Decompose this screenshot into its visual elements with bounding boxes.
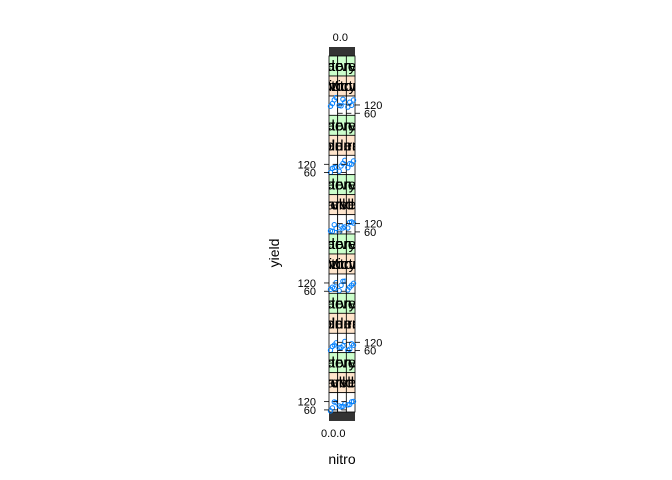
strip-label-variety: Victory (311, 177, 357, 194)
y-tick-label: 120 (364, 100, 382, 112)
y-tick-label: 60 (304, 168, 316, 180)
y-tick-label: 60 (304, 405, 316, 417)
data-point (350, 220, 357, 226)
data-point (331, 285, 337, 292)
data-point (350, 158, 357, 164)
data-point (338, 103, 344, 109)
y-tick-label: 60 (364, 227, 376, 239)
data-point (347, 346, 353, 352)
top-band (329, 47, 356, 56)
bottom-band (329, 411, 356, 421)
strip-label-variety: Marvellous (314, 177, 387, 194)
strip-label-variety: Marvellous (314, 295, 387, 312)
data-point (340, 343, 346, 349)
data-point (340, 278, 346, 285)
panel-grid: VictoryVictoryGolden.rainVictoryMarvello… (295, 32, 390, 440)
strip-label-replicate: Golden.rain (303, 315, 381, 332)
strip-label-variety: Marvellous (314, 236, 387, 253)
strip-label-replicate: Golden.rain (295, 137, 373, 154)
strip-label-replicate: Marvellous (306, 197, 379, 214)
x-tick-label: 0.0.0 (321, 428, 345, 440)
strip-label-replicate: Victory (328, 256, 374, 273)
strip-label-variety: Marvellous (314, 355, 387, 372)
strip-label-replicate: Marvellous (297, 375, 370, 392)
y-tick-label: 120 (298, 159, 316, 171)
y-axis-title: yield (266, 239, 282, 268)
strip-label-replicate: Golden.rain (303, 137, 381, 154)
strip-label-replicate: Victory (311, 256, 357, 273)
y-tick-label: 60 (304, 286, 316, 298)
x-axis-title: nitro (328, 451, 355, 467)
y-tick-label: 60 (364, 346, 376, 358)
strip-label-variety: Golden.rain (303, 117, 381, 134)
data-point (329, 405, 336, 411)
data-point (350, 398, 357, 405)
strip-label-variety: Golden.rain (303, 295, 381, 312)
strip-label-replicate: Victory (319, 78, 365, 95)
strip-label-replicate: Victory (328, 78, 374, 95)
strip-label-replicate: Marvellous (314, 197, 387, 214)
strip-label-variety: Marvellous (314, 58, 387, 75)
data-point (336, 168, 342, 174)
strip-label-variety: Victory (311, 236, 357, 253)
strip-label-replicate: Golden.rain (295, 315, 373, 332)
strip-label-replicate: Marvellous (297, 197, 370, 214)
y-tick-label: 120 (298, 278, 316, 290)
y-tick-label: 60 (364, 108, 376, 120)
y-tick-label: 120 (364, 219, 382, 231)
strip-label-replicate: Golden.rain (312, 315, 390, 332)
data-point (329, 228, 336, 235)
y-tick-label: 120 (364, 337, 382, 349)
strip-label-variety: Victory (311, 295, 357, 312)
strip-label-variety: Golden.rain (303, 236, 381, 253)
strip-label-replicate: Victory (319, 256, 365, 273)
strip-label-replicate: Marvellous (306, 375, 379, 392)
strip-label-replicate: Victory (311, 78, 357, 95)
data-point (350, 97, 357, 103)
data-point (345, 225, 351, 231)
strip-label-variety: Victory (311, 117, 357, 134)
strip-label-variety: Golden.rain (303, 177, 381, 194)
strip-label-replicate: Golden.rain (312, 137, 390, 154)
strip-label-variety: Golden.rain (303, 58, 381, 75)
x-tick-label: 0.0 (333, 32, 348, 44)
strip-label-replicate: Marvellous (314, 375, 387, 392)
data-point (336, 287, 342, 294)
data-point (350, 280, 357, 287)
y-tick-label: 120 (298, 397, 316, 409)
strip-label-variety: Golden.rain (303, 355, 381, 372)
strip-label-variety: Marvellous (314, 117, 387, 134)
strip-label-variety: Victory (311, 355, 357, 372)
strip-label-variety: Victory (311, 58, 357, 75)
data-point (350, 342, 357, 348)
